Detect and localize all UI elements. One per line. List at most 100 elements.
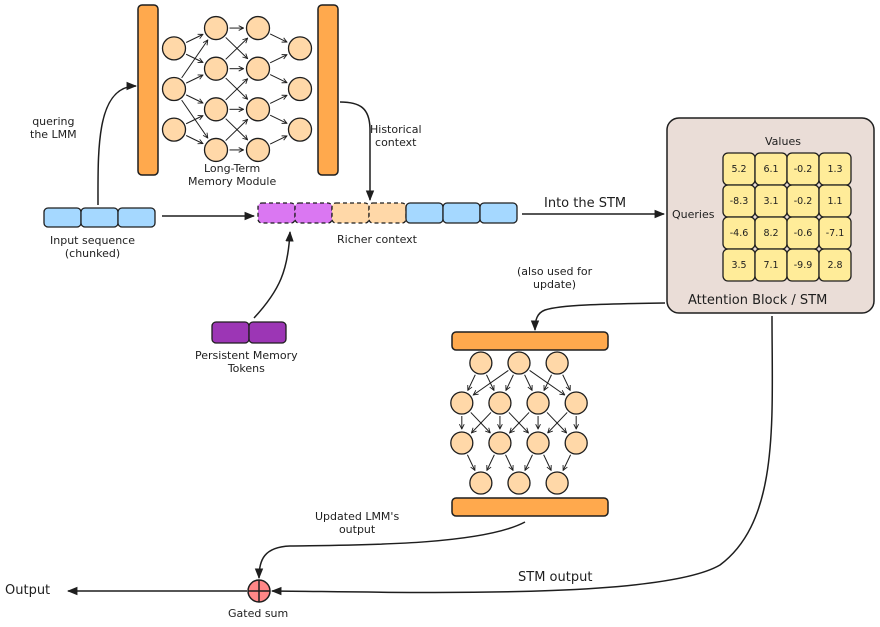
updated-lmm-neuron <box>507 471 531 495</box>
persistent-memory-label: Persistent Memory Tokens <box>195 349 298 375</box>
lmm-neuron <box>287 76 313 102</box>
lmm-edge <box>269 95 287 104</box>
lmm-edge <box>185 116 203 125</box>
long-term-memory-label: Long-Term Memory Module <box>188 162 277 188</box>
updated-lmm-neuron <box>469 471 493 495</box>
lmm-neuron <box>287 36 313 61</box>
updated-lmm-module <box>450 331 609 517</box>
richer-token-input <box>442 202 481 224</box>
lmm-neuron <box>245 137 271 163</box>
updated-lmm-network <box>450 351 588 495</box>
matrix-cell <box>818 248 852 282</box>
lmm-edge <box>185 75 203 84</box>
richer-token-persistent <box>257 202 296 224</box>
arrow-stm-to-update <box>530 302 666 332</box>
lmm-edge <box>269 74 287 83</box>
updated-lmm-edge <box>487 454 495 471</box>
lmm-network <box>161 15 313 163</box>
matrix-cell-value: 2.8 <box>827 260 842 271</box>
updated-lmm-edge <box>563 454 572 471</box>
arrow-persistent-to-richer <box>253 230 294 319</box>
matrix-cell-value: 1.1 <box>827 196 842 207</box>
matrix-cell-value: 3.5 <box>731 260 746 271</box>
matrix-cell-value: -0.2 <box>794 164 813 175</box>
input-token-input <box>43 207 82 228</box>
updated-lmm-neuron <box>564 431 588 455</box>
richer-token-input <box>405 202 444 224</box>
values-label: Values <box>765 135 801 148</box>
lmm-edge <box>185 34 203 43</box>
matrix-cell-value: -8.3 <box>730 196 749 207</box>
stm-output-label: STM output <box>518 570 593 585</box>
persistent-token-persistent <box>211 321 250 344</box>
updated-lmm-edge <box>473 370 509 395</box>
lmm-neuron <box>203 97 229 122</box>
updated-lmm-edge <box>471 412 492 432</box>
matrix-cell-value: -7.1 <box>826 228 845 239</box>
output-label: Output <box>5 583 51 598</box>
matrix-cell-value: 1.3 <box>827 164 842 175</box>
lmm-neuron <box>287 117 313 142</box>
querying-label: quering the LMM <box>30 115 77 141</box>
updated-lmm-edge <box>543 454 551 471</box>
lmm-edge <box>225 38 248 60</box>
matrix-cell-value: 6.1 <box>763 164 778 175</box>
lmm-neuron <box>203 137 229 163</box>
matrix-cell-value: 3.1 <box>763 196 778 207</box>
richer-token-historical <box>368 202 407 224</box>
updated-lmm-edge <box>510 412 530 432</box>
lmm-edge <box>185 94 203 103</box>
lmm-input-bar <box>137 4 159 176</box>
matrix-cell-value: -0.6 <box>794 228 813 239</box>
persistent-memory-tokens <box>211 321 287 344</box>
arrow-query-lmm <box>97 81 138 206</box>
richer-token-persistent <box>294 202 333 224</box>
long-term-memory-module <box>137 4 339 176</box>
lmm-neuron <box>203 15 229 41</box>
lmm-edge <box>185 135 203 144</box>
updated-lmm-bottom-bar <box>451 497 609 517</box>
updated-lmm-output-label: Updated LMM's output <box>315 510 400 536</box>
lmm-edge <box>269 55 287 64</box>
updated-lmm-edge <box>468 374 476 391</box>
updated-lmm-edge <box>524 374 532 391</box>
queries-label: Queries <box>672 208 715 221</box>
matrix-cell-value: 7.1 <box>763 260 778 271</box>
arrow-stm-output <box>270 315 774 596</box>
lmm-edge <box>225 79 248 101</box>
lmm-neuron <box>245 97 271 122</box>
richer-context-sequence <box>257 202 518 224</box>
lmm-output-bar <box>317 4 339 176</box>
updated-lmm-neuron <box>488 431 512 455</box>
lmm-neuron <box>203 56 229 81</box>
updated-lmm-edge <box>505 454 513 471</box>
lmm-neuron <box>245 15 271 41</box>
richer-token-historical <box>331 202 370 224</box>
gated-sum-label: Gated sum <box>228 607 289 620</box>
richer-token-input <box>479 202 518 224</box>
matrix-cell-value: 5.2 <box>731 164 746 175</box>
updated-lmm-edge <box>548 412 568 432</box>
lmm-neuron <box>161 117 187 142</box>
lmm-edge <box>181 40 208 79</box>
input-sequence <box>43 207 156 228</box>
lmm-edge <box>269 33 287 42</box>
matrix-cell-value: -9.9 <box>794 260 813 271</box>
arrow-historical-context <box>339 101 375 202</box>
updated-lmm-neuron <box>488 391 512 415</box>
updated-lmm-neuron <box>564 391 588 415</box>
updated-lmm-edge <box>562 374 570 391</box>
updated-lmm-neuron <box>545 351 569 375</box>
updated-lmm-neuron <box>507 351 531 375</box>
historical-context-label: Historical context <box>370 123 422 149</box>
matrix-cell-value: -0.2 <box>794 196 813 207</box>
arrow-updated-lmm-output <box>254 521 526 580</box>
lmm-neuron <box>161 76 187 102</box>
updated-lmm-neuron <box>526 391 550 415</box>
updated-lmm-edge <box>506 374 514 391</box>
input-token-input <box>80 207 119 228</box>
lmm-edge <box>269 136 287 145</box>
matrix-cell-value: 8.2 <box>763 228 778 239</box>
